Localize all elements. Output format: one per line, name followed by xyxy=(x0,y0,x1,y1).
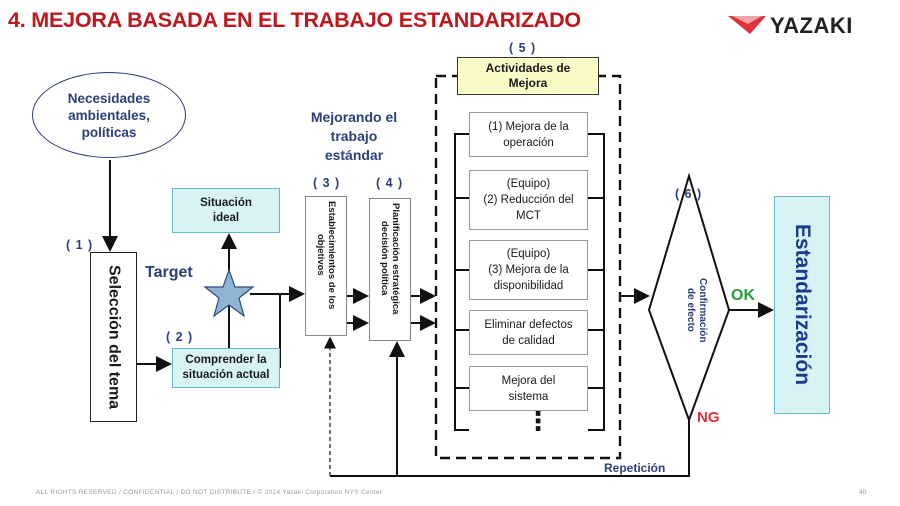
seleccion-box: Selección del tema xyxy=(90,252,137,422)
confirmacion-text: Confirmación de efecto xyxy=(684,278,708,342)
activity-4-line-1: Eliminar defectos xyxy=(484,318,573,331)
establecimiento-line-1: Establecimientos de los xyxy=(326,201,337,310)
activity-3-line-2: (3) Mejora de la xyxy=(488,264,569,276)
mejorando-label: Mejorando el trabajo estándar xyxy=(302,108,406,165)
target-star-icon xyxy=(203,268,255,318)
ideal-line-1: Situación xyxy=(200,196,252,209)
confirmacion-line-1: Confirmación xyxy=(697,277,708,343)
yazaki-logo: YAZAKI xyxy=(728,12,868,38)
ideal-line-2: ideal xyxy=(212,211,240,224)
establecimiento-box: Establecimientos de los objetivos xyxy=(305,196,347,336)
activity-box-1: (1) Mejora de la operación xyxy=(469,112,588,157)
establecimiento-line-2: objetivos xyxy=(315,234,326,276)
step-5-label: ( 5 ) xyxy=(509,41,537,55)
actual-line-1: Comprender la xyxy=(185,354,267,366)
estandarizacion-box: Estandarización xyxy=(774,196,830,414)
repeticion-label: Repetición xyxy=(604,461,666,475)
activity-1-line-1: (1) Mejora de la xyxy=(488,120,569,133)
needs-line-3: políticas xyxy=(81,124,137,140)
needs-line-1: Necesidades xyxy=(67,90,151,106)
activity-2-line-3: MCT xyxy=(516,210,541,222)
more-dots: ⋮ xyxy=(525,406,551,436)
confirmacion-text-box: Confirmación de efecto xyxy=(676,260,716,360)
activities-group-frame xyxy=(434,74,622,460)
confirmacion-line-2: de efecto xyxy=(685,288,696,332)
mejorando-line-3: estándar xyxy=(324,147,384,163)
situacion-ideal-box: Situación ideal xyxy=(172,188,280,233)
planificacion-line-1: Planificación estratégica xyxy=(390,203,401,315)
mejorando-line-2: trabajo xyxy=(330,128,378,144)
needs-line-2: ambientales, xyxy=(68,107,150,123)
activity-5-line-1: Mejora del xyxy=(501,374,556,387)
step-4-label: ( 4 ) xyxy=(376,176,404,190)
activity-box-4: Eliminar defectos de calidad xyxy=(469,310,588,355)
step-1-label: ( 1 ) xyxy=(66,238,94,252)
confirmation-diamond xyxy=(647,172,731,423)
step-2-label: ( 2 ) xyxy=(166,330,194,344)
actividades-title-box: Actividades de Mejora xyxy=(457,57,599,95)
planificacion-line-2: decisión política xyxy=(379,221,390,296)
activity-3-line-1: (Equipo) xyxy=(506,248,551,260)
ng-label: NG xyxy=(697,409,720,426)
target-label: Target xyxy=(145,264,193,281)
needs-ellipse: Necesidades ambientales, políticas xyxy=(32,72,186,158)
activity-5-line-2: sistema xyxy=(508,390,549,403)
page-number: 40 xyxy=(859,489,867,496)
activity-4-line-2: de calidad xyxy=(502,334,555,347)
actividades-title-line-1: Actividades de xyxy=(485,61,571,75)
actividades-title-line-2: Mejora xyxy=(508,76,548,90)
activity-3-line-3: disponibilidad xyxy=(493,280,564,292)
activity-box-2: (Equipo) (2) Reducción del MCT xyxy=(469,170,588,230)
bracket-left xyxy=(454,133,469,431)
planificacion-text: Planificación estratégica decisión polít… xyxy=(379,203,401,314)
footer-text: ALL RIGHTS RESERVED / CONFIDENTIAL / DO … xyxy=(36,489,383,496)
ng-loop xyxy=(389,341,690,477)
activity-2-line-1: (Equipo) xyxy=(506,178,551,190)
situacion-actual-box: Comprender la situación actual xyxy=(172,348,280,388)
activity-1-line-2: operación xyxy=(503,136,554,149)
mejorando-line-1: Mejorando el xyxy=(310,109,398,125)
bracket-right xyxy=(588,133,605,431)
activity-2-line-2: (2) Reducción del xyxy=(483,194,574,206)
activity-box-5: Mejora del sistema xyxy=(469,366,588,411)
planificacion-box: Planificación estratégica decisión polít… xyxy=(369,198,411,341)
activity-box-3: (Equipo) (3) Mejora de la disponibilidad xyxy=(469,240,588,300)
step-3-label: ( 3 ) xyxy=(313,176,341,190)
step-6-label: ( 6 ) xyxy=(675,187,703,201)
establecimiento-text: Establecimientos de los objetivos xyxy=(315,201,337,309)
actual-line-2: situación actual xyxy=(182,369,270,381)
yazaki-logo-icon xyxy=(728,16,766,34)
seleccion-text: Selección del tema xyxy=(105,264,123,410)
logo-text: YAZAKI xyxy=(770,13,853,38)
estandarizacion-text: Estandarización xyxy=(791,224,814,386)
page-title: 4. MEJORA BASADA EN EL TRABAJO ESTANDARI… xyxy=(8,8,581,32)
ok-label: OK xyxy=(731,287,755,304)
